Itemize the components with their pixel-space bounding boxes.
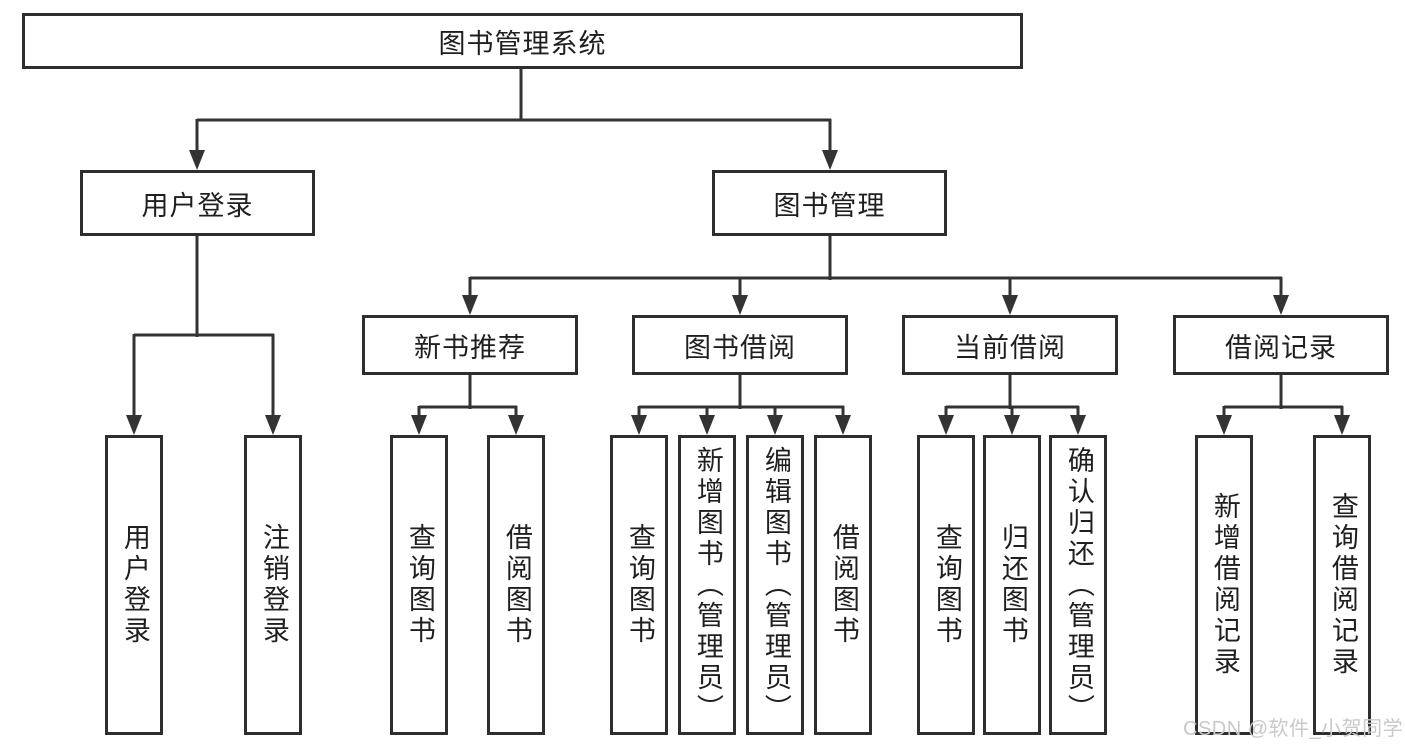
arrowhead: [411, 415, 427, 435]
csdn-watermark: CSDN @软件_小贺同学: [1183, 718, 1404, 740]
node-label: 借阅图书: [501, 523, 532, 647]
arrowhead: [1216, 415, 1232, 435]
node-label: 确认归还（管理员）: [1063, 445, 1094, 725]
node-new-book-recommend: 新书推荐: [362, 315, 578, 375]
node-label: 查询借阅记录: [1327, 492, 1358, 678]
leaf-query-books-recommend: 查询图书: [390, 435, 448, 735]
node-label: 新增借阅记录: [1209, 492, 1240, 678]
arrowhead: [1004, 415, 1020, 435]
node-label: 图书管理系统: [438, 28, 607, 59]
node-label: 用户登录: [119, 523, 150, 647]
leaf-query-books-borrowing: 查询图书: [610, 435, 668, 735]
arrowhead: [938, 415, 954, 435]
node-label: 用户登录: [141, 190, 254, 221]
arrowhead: [732, 295, 748, 315]
arrowhead: [126, 415, 142, 435]
leaf-logout-login: 注销登录: [244, 435, 302, 735]
node-label: 当前借阅: [954, 332, 1066, 363]
arrowhead: [631, 415, 647, 435]
node-label: 查询图书: [624, 523, 655, 647]
node-label: 借阅图书: [828, 523, 859, 647]
node-book-management-branch: 图书管理: [712, 170, 947, 236]
node-library-system: 图书管理系统: [22, 13, 1023, 69]
node-label: 归还图书: [997, 523, 1028, 647]
node-label: 图书管理: [773, 190, 886, 221]
connector-path: [132, 69, 1344, 418]
node-label: 查询图书: [404, 523, 435, 647]
leaf-borrow-books-recommend: 借阅图书: [487, 435, 545, 735]
arrowhead: [189, 150, 205, 170]
arrowhead: [1273, 295, 1289, 315]
arrowhead: [822, 150, 838, 170]
node-label: 查询图书: [931, 523, 962, 647]
arrowhead: [767, 415, 783, 435]
node-label: 借阅记录: [1225, 332, 1337, 363]
arrowhead: [1002, 295, 1018, 315]
leaf-return-book: 归还图书: [983, 435, 1041, 735]
arrowhead: [265, 415, 281, 435]
arrowheads: [126, 150, 1350, 435]
leaf-add-book-admin: 新增图书（管理员）: [678, 435, 736, 735]
node-borrowing-records: 借阅记录: [1173, 315, 1389, 375]
arrowhead: [835, 415, 851, 435]
node-book-borrowing: 图书借阅: [632, 315, 848, 375]
node-label: 新增图书（管理员）: [692, 445, 723, 725]
node-label: 注销登录: [258, 523, 289, 647]
arrowhead: [699, 415, 715, 435]
arrowhead: [508, 415, 524, 435]
node-label: 图书借阅: [684, 332, 796, 363]
leaf-add-borrow-record: 新增借阅记录: [1195, 435, 1253, 735]
node-user-login-branch: 用户登录: [80, 170, 315, 236]
node-current-borrowing: 当前借阅: [902, 315, 1118, 375]
node-label: 编辑图书（管理员）: [760, 445, 791, 725]
arrowhead: [462, 295, 478, 315]
leaf-query-borrow-record: 查询借阅记录: [1313, 435, 1371, 735]
leaf-edit-book-admin: 编辑图书（管理员）: [746, 435, 804, 735]
leaf-user-login: 用户登录: [105, 435, 163, 735]
arrowhead: [1334, 415, 1350, 435]
leaf-confirm-return-admin: 确认归还（管理员）: [1049, 435, 1107, 735]
leaf-query-books-current: 查询图书: [917, 435, 975, 735]
node-label: 新书推荐: [414, 332, 526, 363]
leaf-borrow-books-borrowing: 借阅图书: [814, 435, 872, 735]
arrowhead: [1070, 415, 1086, 435]
